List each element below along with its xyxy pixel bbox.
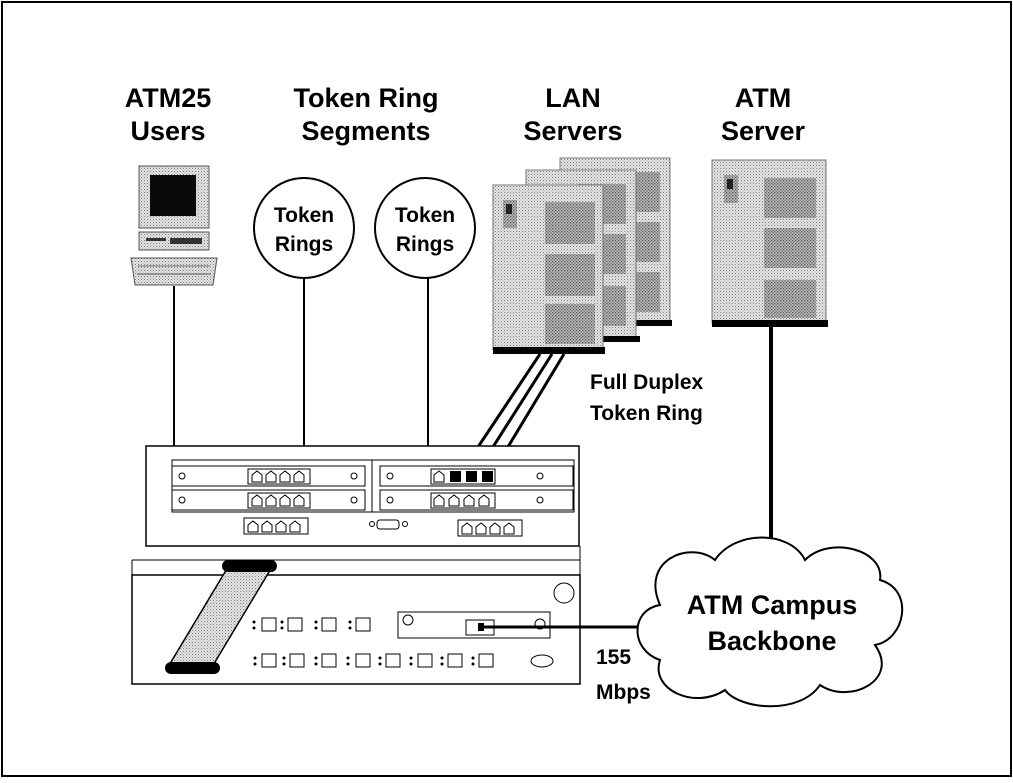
workstation-icon xyxy=(130,165,218,286)
speed-label-line2: Mbps xyxy=(596,681,651,704)
ring-2-label-line1: Token xyxy=(395,204,455,227)
speed-label-line1: 155 xyxy=(596,646,631,669)
ring-1-label-line1: Token xyxy=(274,204,334,227)
lan-server-icon-front xyxy=(492,184,605,354)
atm-server-icon xyxy=(711,159,828,327)
hub-chassis xyxy=(145,445,580,547)
lan-servers-title-line2: Servers xyxy=(523,116,622,146)
atm25-title-line2: Users xyxy=(130,116,205,146)
full-duplex-label-line2: Token Ring xyxy=(590,402,703,425)
ring-2-label-line2: Rings xyxy=(396,233,454,256)
full-duplex-label-line1: Full Duplex xyxy=(590,371,703,394)
token-ring-1-icon xyxy=(253,177,355,279)
ribbon-cable xyxy=(165,560,277,674)
token-ring-title-line1: Token Ring xyxy=(294,83,439,113)
lan-servers-title-line1: LAN xyxy=(545,83,601,113)
cloud-label-line2: Backbone xyxy=(707,626,836,656)
ring-1-label-line2: Rings xyxy=(275,233,333,256)
atm-campus-backbone-cloud xyxy=(636,536,904,708)
atm25-title-line1: ATM25 xyxy=(125,83,212,113)
atm-server-title-line2: Server xyxy=(721,116,806,146)
cloud-label-line1: ATM Campus xyxy=(687,590,858,620)
token-ring-2-icon xyxy=(374,177,476,279)
token-ring-title-line2: Segments xyxy=(301,116,430,146)
atm-server-title-line1: ATM xyxy=(735,83,791,113)
